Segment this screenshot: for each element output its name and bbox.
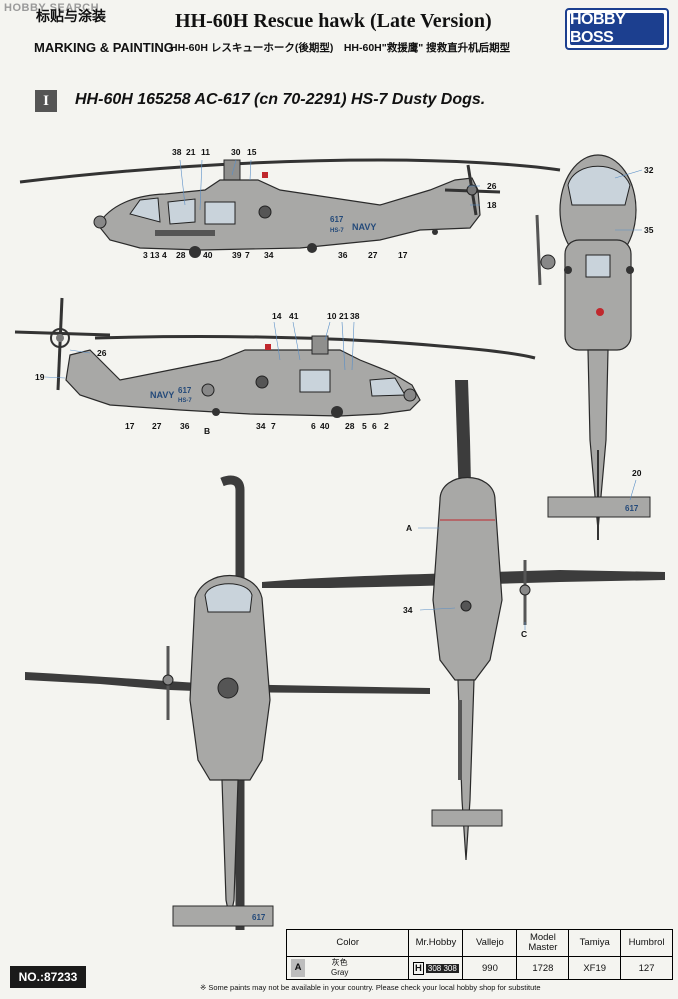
callout: 32 bbox=[644, 165, 654, 175]
callout: 6 bbox=[372, 421, 377, 431]
callout: A bbox=[406, 523, 412, 533]
callout: 34 bbox=[264, 250, 274, 260]
callout: 13 bbox=[150, 250, 160, 260]
callout: 5 bbox=[362, 421, 367, 431]
brand-logo: HOBBY BOSS bbox=[565, 8, 669, 50]
navy-label-1: NAVY bbox=[352, 222, 376, 232]
callout: 6 bbox=[311, 421, 316, 431]
callout: 27 bbox=[368, 250, 378, 260]
header-cn-title: 标贴与涂装 bbox=[36, 8, 106, 24]
mr-hobby-prefix: H bbox=[413, 961, 424, 975]
callout: 34 bbox=[256, 421, 266, 431]
tamiya-cell: XF19 bbox=[568, 956, 622, 980]
paint-availability-note: ※ Some paints may not be available in yo… bbox=[200, 983, 541, 992]
callout: 10 bbox=[327, 311, 337, 321]
humbrol-header: Humbrol bbox=[620, 929, 673, 957]
tail-number-label-3: 617 bbox=[625, 504, 639, 513]
navy-label-2: NAVY bbox=[150, 390, 174, 400]
callout: 40 bbox=[203, 250, 213, 260]
callout-lines bbox=[44, 159, 643, 630]
callout: 38 bbox=[172, 147, 182, 157]
under-view bbox=[262, 380, 665, 861]
vallejo-cell: 990 bbox=[462, 956, 518, 980]
tail-number-label-4: 617 bbox=[252, 913, 266, 922]
squadron-label-1: HS-7 bbox=[330, 228, 344, 234]
mr-hobby-header: Mr.Hobby bbox=[408, 929, 464, 957]
callout: 7 bbox=[271, 421, 276, 431]
callout: 34 bbox=[403, 605, 413, 615]
callout: 41 bbox=[289, 311, 299, 321]
callout: 4 bbox=[162, 250, 167, 260]
callout: 36 bbox=[180, 421, 190, 431]
callout: 19 bbox=[35, 372, 45, 382]
callout: 39 bbox=[232, 250, 242, 260]
callout: 36 bbox=[338, 250, 348, 260]
callout: 35 bbox=[644, 225, 654, 235]
callout: 28 bbox=[176, 250, 186, 260]
product-title: HH-60H Rescue hawk (Late Version) bbox=[175, 10, 492, 32]
color-name-en: Gray bbox=[331, 968, 349, 977]
tail-number-label-2: 617 bbox=[178, 386, 192, 395]
callout: 21 bbox=[186, 147, 196, 157]
color-table: Color Mr.Hobby Vallejo Model Master Tami… bbox=[285, 929, 673, 980]
callout: 11 bbox=[201, 147, 210, 157]
callout: 17 bbox=[398, 250, 408, 260]
callout: 28 bbox=[345, 421, 355, 431]
top-view: 617 bbox=[25, 475, 430, 930]
callout: 18 bbox=[487, 200, 497, 210]
callout: 38 bbox=[350, 311, 360, 321]
callout: 7 bbox=[245, 250, 250, 260]
product-subtitle: HH-60H レスキューホーク(後期型) HH-60H"救援鹰" 搜救直升机后期… bbox=[170, 42, 511, 54]
callout: 3 bbox=[143, 250, 148, 260]
model-master-header: Model Master bbox=[516, 929, 570, 957]
front-view: 617 bbox=[535, 154, 651, 540]
callout: 2 bbox=[384, 421, 389, 431]
scheme-roman-numeral: I bbox=[35, 90, 57, 112]
squadron-label-2: HS-7 bbox=[178, 398, 192, 404]
header-en-title: MARKING & PAINTING bbox=[34, 40, 174, 55]
callout: C bbox=[521, 629, 527, 639]
tail-number-label-1: 617 bbox=[330, 215, 344, 224]
callout: 26 bbox=[487, 181, 497, 191]
brand-logo-text: HOBBY BOSS bbox=[570, 11, 664, 46]
callout: 27 bbox=[152, 421, 162, 431]
callout: 20 bbox=[632, 468, 642, 478]
callout: B bbox=[204, 426, 210, 436]
callout: 30 bbox=[231, 147, 241, 157]
callout: 40 bbox=[320, 421, 330, 431]
color-header: Color bbox=[285, 929, 410, 957]
vallejo-header: Vallejo bbox=[462, 929, 518, 957]
mr-hobby-codes: 308 308 bbox=[425, 963, 459, 973]
side-view-right: 617 HS-7 NAVY bbox=[14, 297, 536, 418]
humbrol-cell: 127 bbox=[620, 956, 673, 980]
callout: 14 bbox=[272, 311, 282, 321]
color-name-cell: A 灰色 Gray bbox=[285, 956, 410, 980]
color-name-cn: 灰色 bbox=[331, 958, 348, 967]
callout: 17 bbox=[125, 421, 135, 431]
callout: 21 bbox=[339, 311, 349, 321]
product-number: NO.:87233 bbox=[10, 966, 86, 988]
tamiya-header: Tamiya bbox=[568, 929, 622, 957]
scheme-title: HH-60H 165258 AC-617 (cn 70-2291) HS-7 D… bbox=[75, 91, 486, 108]
callout: 26 bbox=[97, 348, 107, 358]
side-view-left: 617 HS-7 NAVY bbox=[19, 158, 561, 258]
callout: 15 bbox=[247, 147, 257, 157]
model-master-cell: 1728 bbox=[516, 956, 570, 980]
watermark: HOBBY SEARCH bbox=[4, 2, 100, 14]
color-letter: A bbox=[291, 959, 305, 977]
